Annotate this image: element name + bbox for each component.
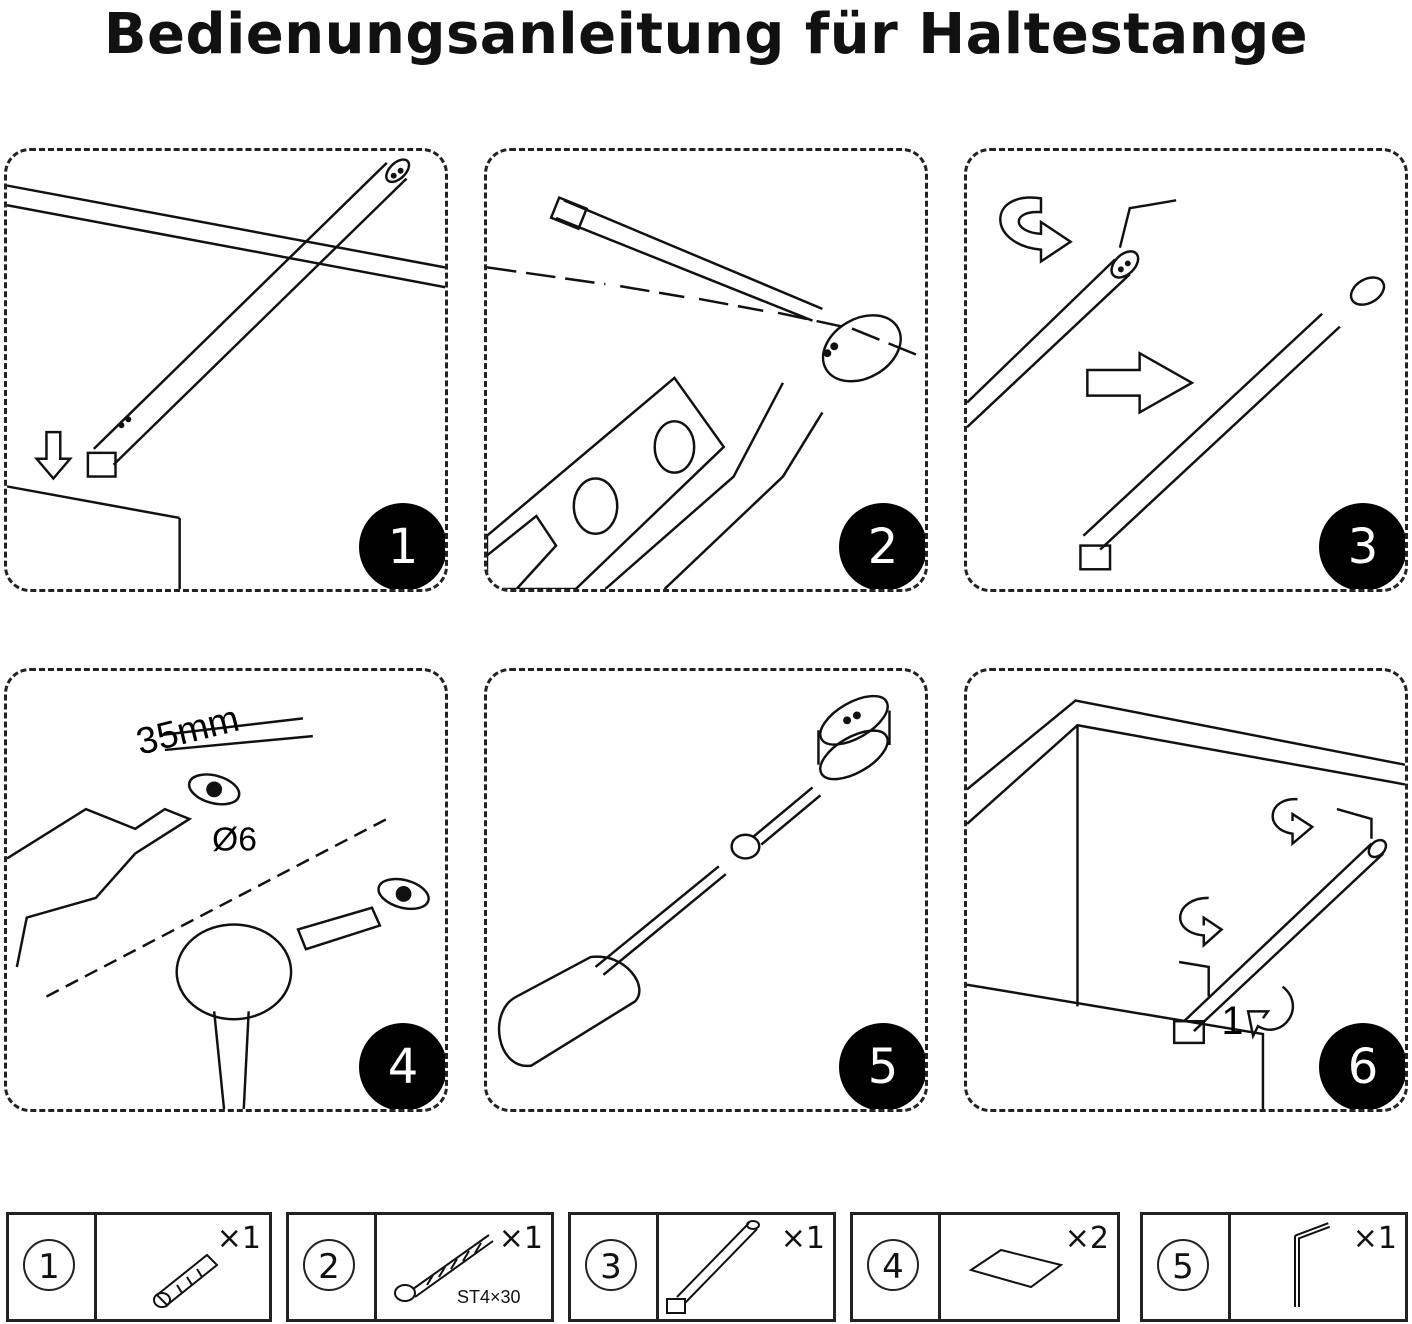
- part-number-2: 2: [303, 1239, 355, 1291]
- wall-plug-icon: [153, 1253, 219, 1308]
- step-4-illustration: 35mm Ø6: [7, 697, 430, 1109]
- part-number-cell: 5: [1143, 1215, 1231, 1319]
- part-number-cell: 1: [9, 1215, 97, 1319]
- step-3-illustration: [967, 196, 1386, 571]
- step-panel-1: 1: [4, 148, 448, 592]
- part-quantity-4: ×2: [1064, 1221, 1109, 1256]
- part-card-3: 3 ×1: [568, 1212, 836, 1322]
- part-quantity-3: ×1: [780, 1221, 825, 1256]
- part-quantity-5: ×1: [1352, 1221, 1397, 1256]
- support-bar-icon: [666, 1220, 760, 1314]
- part-number-5: 5: [1157, 1239, 1209, 1291]
- step-number-6: 6: [1319, 1023, 1405, 1109]
- screw-icon: [394, 1234, 494, 1302]
- step-number-4: 4: [359, 1023, 445, 1109]
- step-number-3: 3: [1319, 503, 1405, 589]
- step-panel-3: 3: [964, 148, 1408, 592]
- step-panel-6: 1 6: [964, 668, 1408, 1112]
- step-5-illustration: [497, 694, 891, 1067]
- step-6-illustration: 1: [967, 699, 1405, 1109]
- drill-diameter-label: Ø6: [212, 822, 257, 859]
- step-number-5: 5: [839, 1023, 925, 1109]
- drill-spacing-dimension: 35mm: [132, 697, 243, 763]
- step-panel-5: 5: [484, 668, 928, 1112]
- step-panel-4: 35mm Ø6 4: [4, 668, 448, 1112]
- step-number-2: 2: [839, 503, 925, 589]
- part-number-3: 3: [585, 1239, 637, 1291]
- step-6-position-label: 1: [1222, 999, 1244, 1043]
- allen-key-icon: [1294, 1222, 1331, 1307]
- pad-icon: [968, 1248, 1064, 1289]
- part-quantity-2: ×1: [498, 1221, 543, 1256]
- part-number-4: 4: [867, 1239, 919, 1291]
- step-2-illustration: [487, 195, 925, 589]
- part-card-5: 5 ×1: [1140, 1212, 1408, 1322]
- page-title: Bedienungsanleitung für Haltestange: [103, 2, 1309, 67]
- part-card-2: 2 ×1 ST4×30: [286, 1212, 554, 1322]
- part-card-1: 1 ×1: [6, 1212, 272, 1322]
- part-number-cell: 3: [571, 1215, 659, 1319]
- part-card-4: 4 ×2: [850, 1212, 1120, 1322]
- part-number-cell: 2: [289, 1215, 377, 1319]
- step-panel-2: 2: [484, 148, 928, 592]
- screw-size-label: ST4×30: [457, 1287, 521, 1307]
- part-number-1: 1: [23, 1239, 75, 1291]
- step-1-illustration: [7, 158, 445, 589]
- part-number-cell: 4: [853, 1215, 941, 1319]
- step-number-1: 1: [359, 503, 445, 589]
- part-quantity-1: ×1: [216, 1221, 261, 1256]
